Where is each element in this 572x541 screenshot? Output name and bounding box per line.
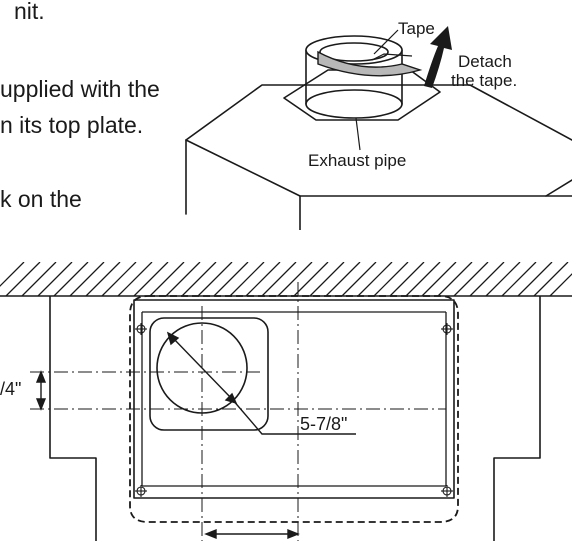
pipe-opening-plate	[149, 317, 269, 431]
screw-icons	[135, 323, 453, 497]
recess-outline	[49, 296, 541, 541]
tape-strip	[317, 50, 423, 77]
instruction-line-1: nit.	[14, 0, 45, 24]
instruction-line-3: n its top plate.	[0, 112, 144, 138]
exhaust-pipe-illustration	[185, 26, 572, 230]
pipe-bottom-rim	[305, 89, 403, 119]
unit-body	[133, 299, 455, 499]
exhaust-pipe-label: Exhaust pipe	[308, 151, 407, 170]
detach-arrow-icon	[424, 26, 452, 88]
pipe-body	[305, 49, 403, 105]
instruction-line-4: k on the	[0, 186, 82, 212]
detach-label-line-1: Detach	[458, 52, 512, 71]
detach-label-line-2: the tape.	[451, 71, 518, 90]
offset-dimension-label: /4"	[0, 379, 22, 399]
instruction-line-2: upplied with the	[0, 76, 160, 102]
mounting-outline-dashed	[129, 295, 459, 523]
pipe-flange	[283, 69, 441, 121]
unit-right-edge	[545, 179, 572, 197]
unit-top-outline	[185, 84, 572, 215]
ceiling-hatch	[0, 262, 572, 296]
tape-label: Tape	[398, 19, 435, 38]
diameter-dimension-label: 5-7/8"	[300, 414, 348, 434]
